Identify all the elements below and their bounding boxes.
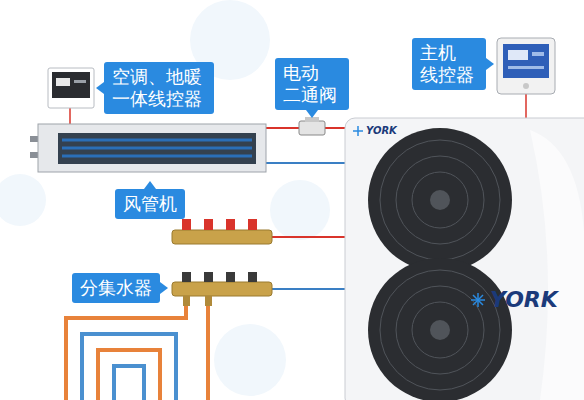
callout-pointer-head [160, 282, 168, 294]
callout-pointer-head [306, 110, 318, 118]
outdoor-unit-part [430, 190, 450, 210]
callout-box: 主机 线控器 [412, 38, 486, 90]
callout-pointer-head [144, 181, 156, 189]
thermostat-panel-part [48, 68, 94, 108]
outdoor-unit-part [396, 286, 484, 374]
manifold-part [182, 219, 191, 230]
callout-text: 主机 线控器 [420, 42, 478, 86]
manifold-part [172, 230, 272, 244]
duct-unit [30, 124, 266, 172]
thermostat-panel-part [56, 78, 70, 86]
signal-wire-part [69, 108, 71, 124]
manifold-part [183, 296, 190, 306]
background-bubbles-part [214, 324, 286, 396]
main-controller [497, 38, 555, 94]
outdoor-unit-part [396, 156, 484, 244]
callout-pointer-head [96, 82, 104, 94]
manifold-part [248, 219, 257, 230]
floor-heating-coil [66, 306, 208, 400]
duct-unit-part [62, 147, 252, 150]
callout-text: 分集水器 [80, 277, 152, 299]
main-controller-part [523, 83, 529, 89]
signal-wire-part [525, 94, 527, 118]
refrigerant-pipe [266, 128, 346, 289]
outdoor-unit-part [368, 128, 512, 272]
background-bubbles-part [270, 180, 330, 240]
outdoor-unit-part [380, 270, 500, 390]
background-bubbles-part [0, 174, 46, 226]
duct-unit-part [62, 155, 252, 158]
main-controller-part [497, 38, 555, 94]
main-controller-part [532, 52, 544, 56]
thermostat-panel [48, 68, 94, 108]
floor-heating-coil-part [206, 306, 210, 400]
brand-logo: YORK [366, 126, 397, 136]
thermostat-panel-part [74, 80, 86, 83]
outdoor-unit-part [353, 126, 485, 307]
manifold-part [204, 219, 213, 230]
main-controller-part [508, 50, 528, 60]
outdoor-unit-part [368, 258, 512, 400]
manifold-part [182, 272, 191, 282]
main-controller-part [508, 66, 544, 69]
floor-heating-coil-part [98, 350, 160, 400]
main-controller-part [503, 44, 549, 78]
callout-text: 风管机 [123, 193, 177, 215]
outdoor-unit-part [412, 302, 468, 358]
floor-heating-coil-part [82, 334, 176, 400]
outdoor-unit [345, 118, 584, 400]
outdoor-unit-part-part [473, 295, 483, 305]
outdoor-unit-part [412, 172, 468, 228]
refrigerant-pipe-part [272, 288, 346, 290]
floor-heating-coil-part [114, 366, 144, 400]
manifold-part [205, 296, 212, 306]
manifold-part [226, 219, 235, 230]
refrigerant-pipe-part [266, 162, 346, 164]
callout-box: 分集水器 [72, 273, 160, 303]
manifold-part [226, 272, 235, 282]
refrigerant-pipe-part [272, 236, 346, 238]
callout-text: 电动 二通阀 [283, 62, 341, 106]
duct-unit-part [62, 139, 252, 142]
manifold-part [172, 282, 272, 296]
floor-heating-coil-part [66, 306, 186, 400]
callout-box: 空调、地暖 一体线控器 [104, 62, 214, 114]
manifold-part [248, 272, 257, 282]
thermostat-panel-part [52, 72, 90, 98]
callout-box: 电动 二通阀 [275, 58, 349, 110]
two-way-valve [299, 117, 325, 135]
callout-text: 空调、地暖 一体线控器 [112, 66, 206, 110]
outdoor-unit-part [430, 320, 450, 340]
callout-pointer-head [486, 58, 494, 70]
outdoor-unit-part-part [473, 295, 483, 305]
outdoor-unit-part [380, 140, 500, 260]
manifold [172, 219, 272, 306]
outdoor-unit-part-part [353, 130, 363, 132]
two-way-valve-part [299, 121, 325, 135]
callout-box: 风管机 [115, 189, 185, 219]
duct-unit-part [58, 133, 256, 164]
outdoor-unit-part [345, 118, 584, 400]
brand-logo: YORK [490, 289, 558, 311]
outdoor-unit-part [530, 130, 584, 400]
duct-unit-part [38, 124, 266, 172]
manifold-part [204, 272, 213, 282]
